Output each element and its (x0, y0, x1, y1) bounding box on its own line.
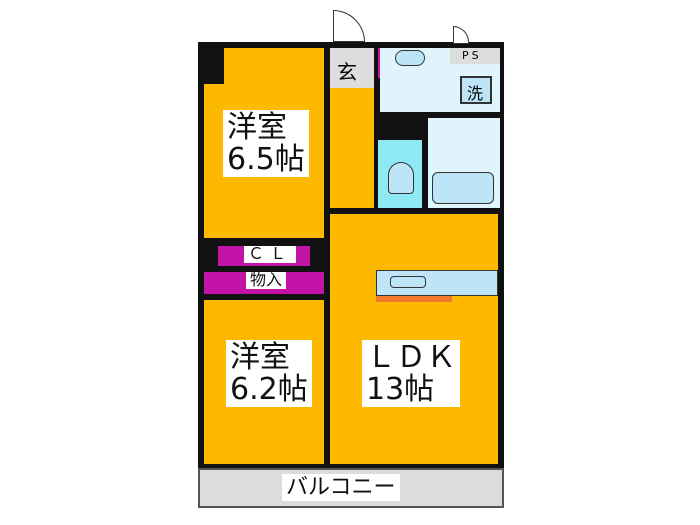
storage-label: 物入 (246, 271, 287, 289)
hallway (330, 88, 374, 208)
entrance-door[interactable] (333, 10, 365, 42)
washbasin-icon (395, 50, 425, 66)
laundry-area (460, 76, 492, 104)
closet-label: ＣＬ (244, 245, 297, 263)
western-room-1-label: 洋室 6.5帖 (223, 110, 309, 177)
toilet-icon (388, 162, 414, 194)
kitchen-counter-edge (376, 296, 452, 302)
pipe-space (450, 48, 500, 64)
western-room-2-label: 洋室 6.2帖 (226, 340, 312, 407)
kitchen-area (378, 214, 498, 270)
pipe-space-label: PS (462, 49, 482, 62)
laundry-label: 洗 (467, 84, 484, 103)
entrance (330, 48, 374, 88)
kitchen-counter (376, 270, 498, 296)
ps-door[interactable] (453, 26, 469, 44)
ldk-label: ＬＤＫ 13帖 (362, 340, 460, 407)
kitchen-sink-icon (390, 276, 426, 288)
bathtub-icon (432, 172, 494, 204)
pillar (200, 44, 224, 84)
entrance-label: 玄 (337, 60, 357, 84)
balcony-label: バルコニー (282, 474, 400, 502)
